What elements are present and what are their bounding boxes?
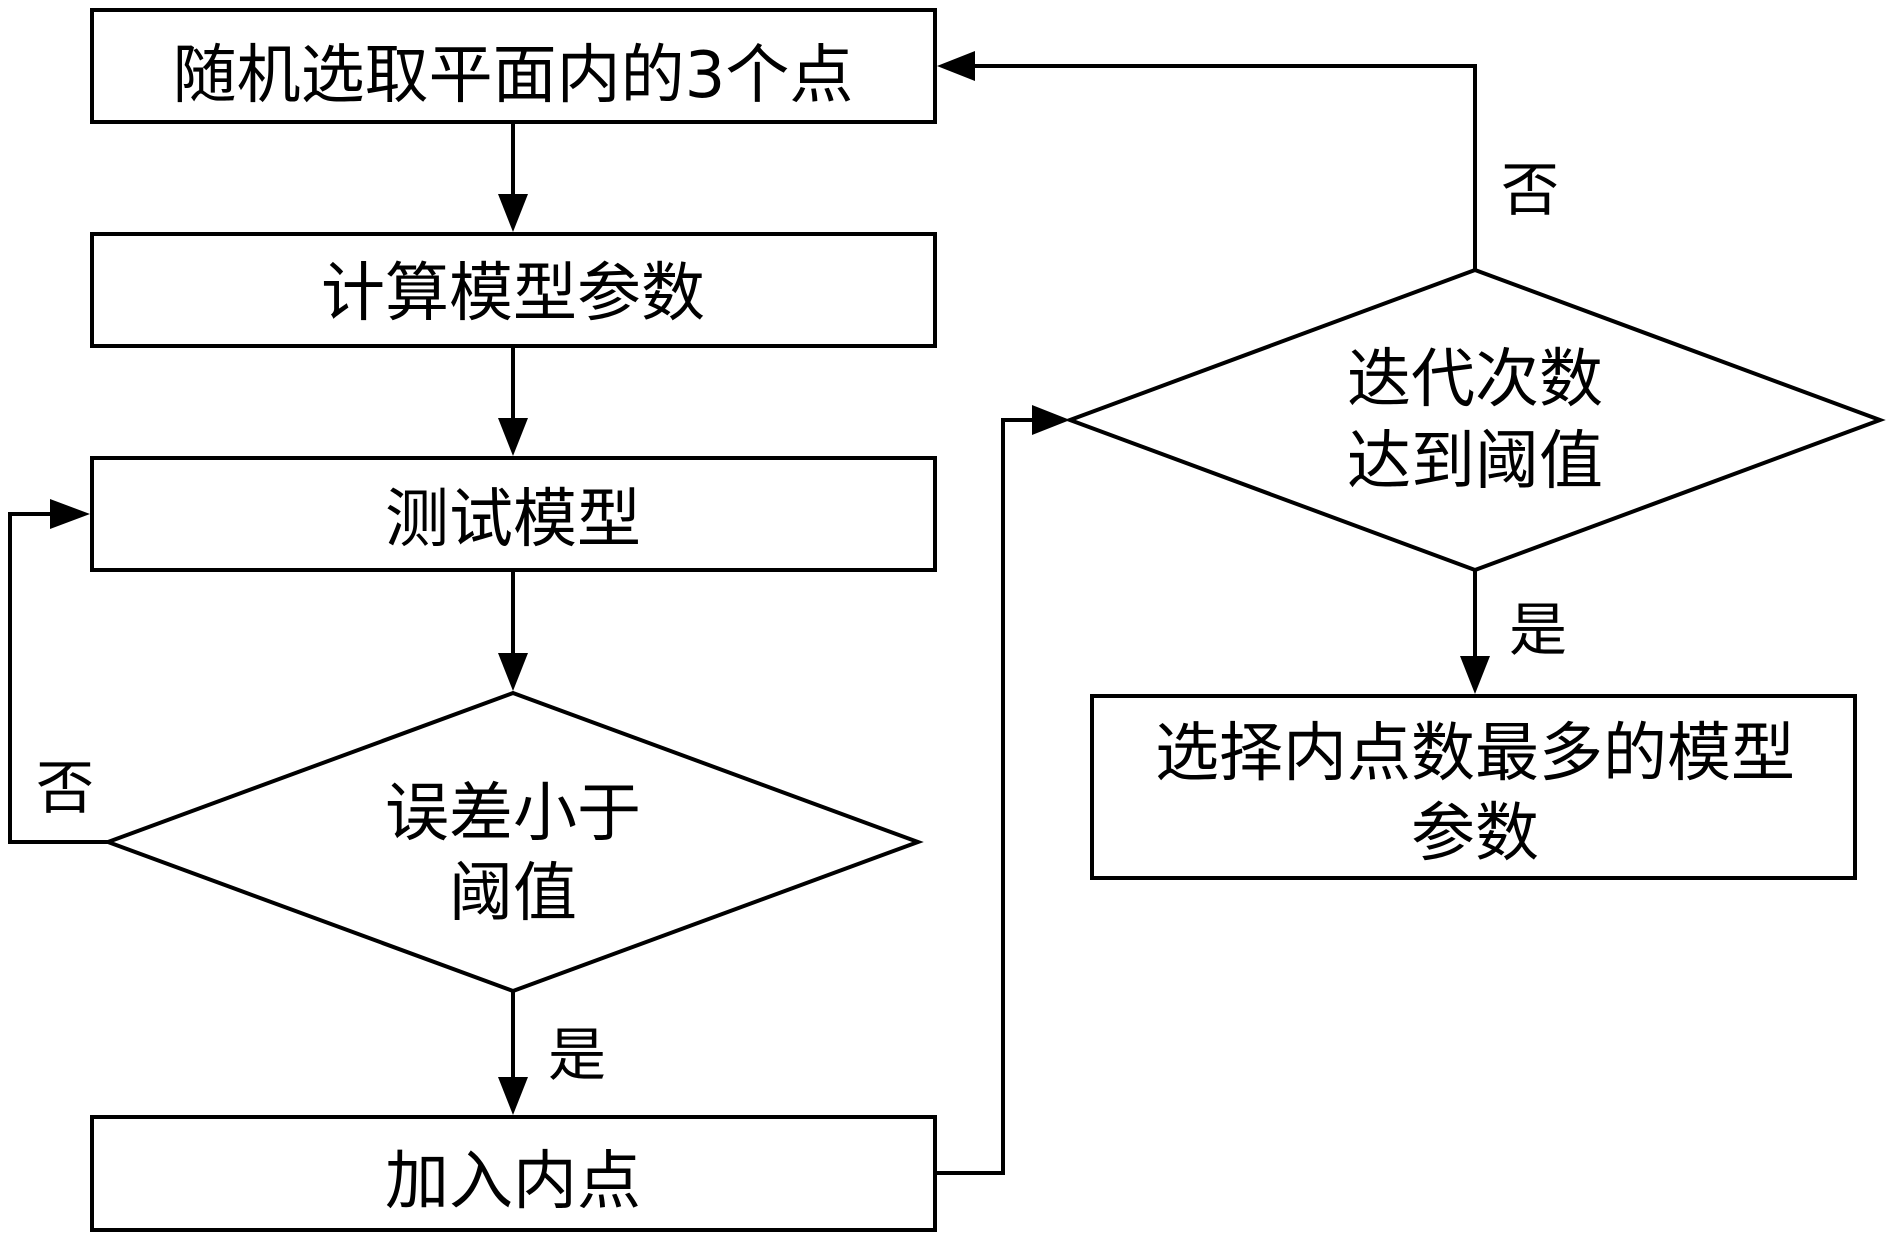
node-error-check-label-line1: 误差小于 xyxy=(385,777,641,851)
edge-compute-to-test xyxy=(498,346,528,456)
edge-label-iteration-check-yes: 是 xyxy=(1509,596,1567,664)
node-error-check: 误差小于 阈值 xyxy=(102,690,924,994)
edge-iteration-check-yes xyxy=(1460,570,1490,694)
node-error-check-label-line2: 阈值 xyxy=(449,857,577,931)
node-test-model: 测试模型 xyxy=(90,456,937,572)
edge-error-check-no xyxy=(8,499,108,844)
edge-test-to-error-check xyxy=(498,570,528,691)
edge-iteration-check-no xyxy=(937,51,1477,270)
node-iteration-check: 迭代次数 达到阈值 xyxy=(1064,267,1886,573)
edge-add-inlier-to-iteration-check xyxy=(935,405,1070,1175)
node-choose-best: 选择内点数最多的模型 参数 xyxy=(1090,694,1857,880)
node-iteration-check-label-line2: 达到阈值 xyxy=(1347,425,1603,499)
node-add-inlier-label: 加入内点 xyxy=(385,1145,641,1219)
edge-select-to-compute xyxy=(498,122,528,232)
edge-label-error-check-no: 否 xyxy=(36,754,94,822)
edge-error-check-yes xyxy=(498,991,528,1115)
node-choose-best-label-line1: 选择内点数最多的模型 xyxy=(1155,717,1795,791)
node-add-inlier: 加入内点 xyxy=(90,1115,937,1232)
node-choose-best-label-line2: 参数 xyxy=(1411,797,1539,871)
node-compute-params: 计算模型参数 xyxy=(90,232,937,348)
node-compute-params-label: 计算模型参数 xyxy=(321,257,705,331)
edge-label-iteration-check-no: 否 xyxy=(1501,156,1559,224)
edge-label-error-check-yes: 是 xyxy=(548,1021,606,1089)
node-select-points: 随机选取平面内的3个点 xyxy=(90,8,937,124)
node-select-points-label: 随机选取平面内的3个点 xyxy=(173,39,854,113)
node-test-model-label: 测试模型 xyxy=(385,483,641,557)
node-iteration-check-label-line1: 迭代次数 xyxy=(1347,343,1603,417)
